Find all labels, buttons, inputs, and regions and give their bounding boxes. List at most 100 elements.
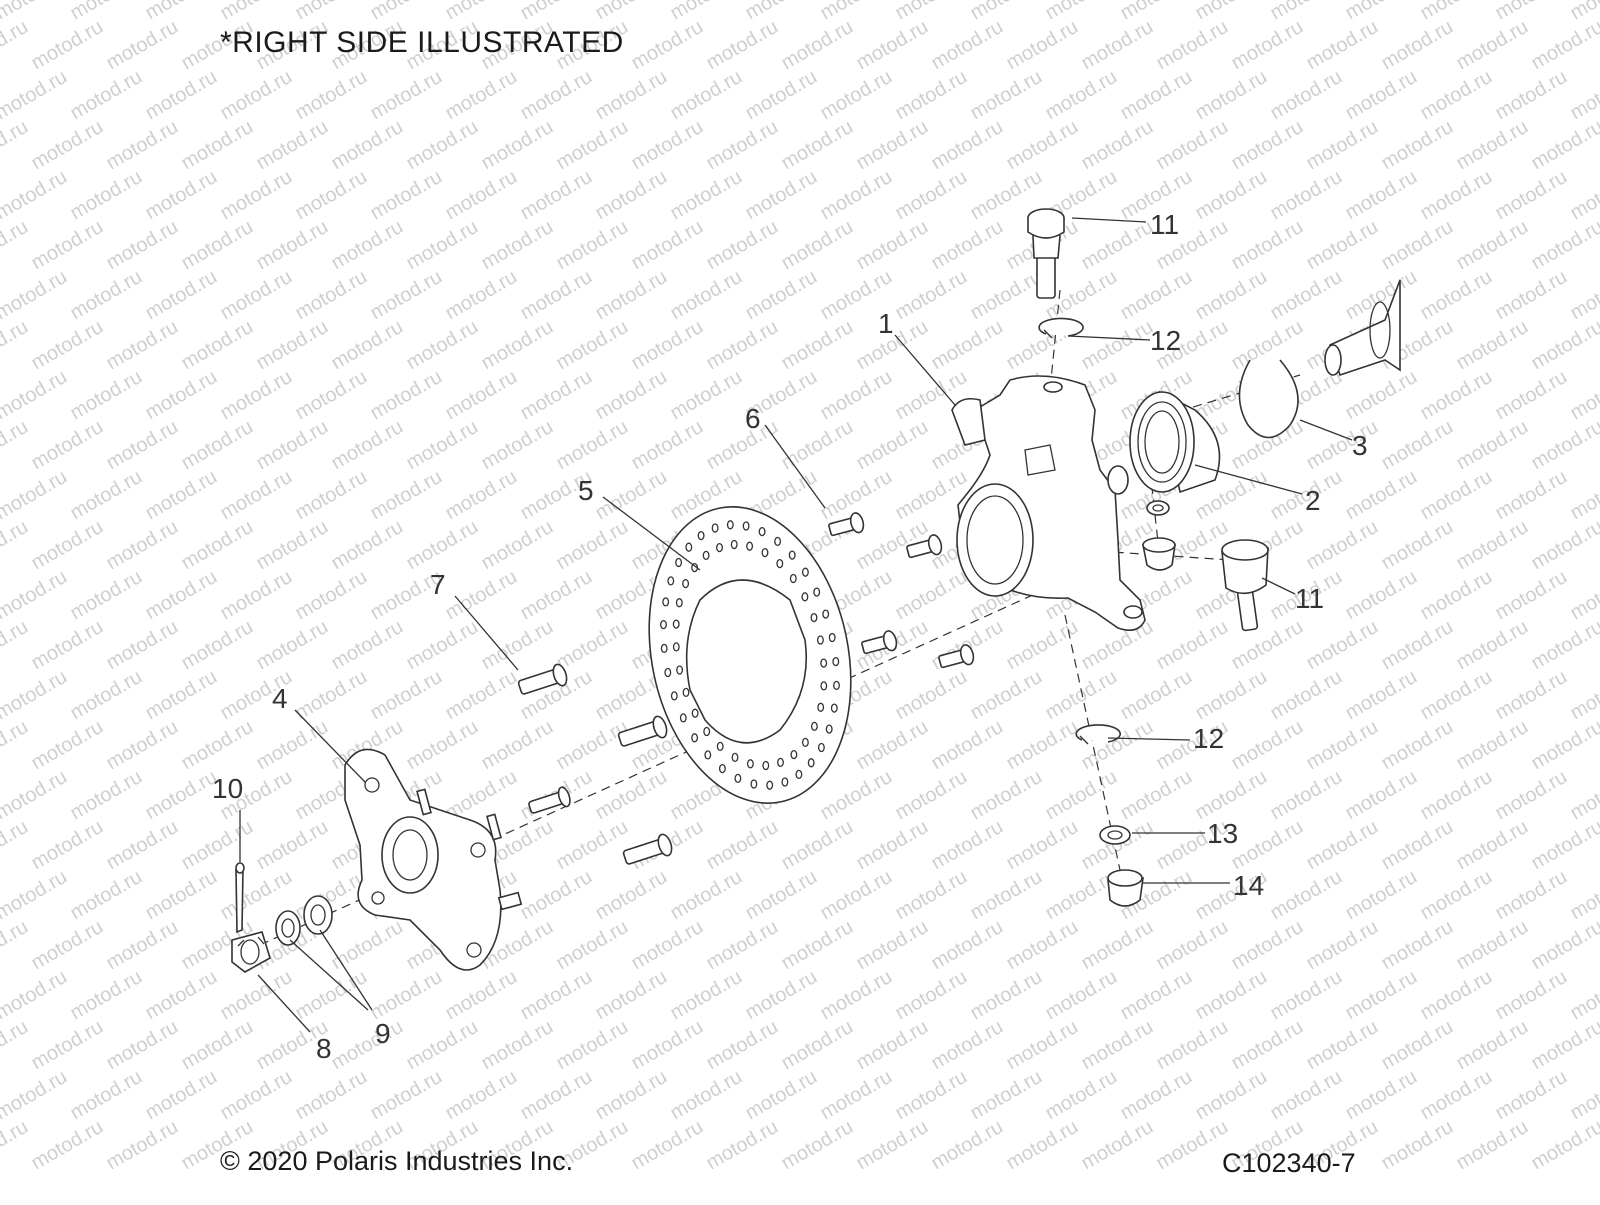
watermark-text: motod.ru <box>1192 966 1271 1025</box>
watermark-text: motod.ru <box>592 866 671 925</box>
watermark-text: motod.ru <box>967 766 1046 825</box>
watermark-text: motod.ru <box>328 116 407 175</box>
watermark-text: motod.ru <box>142 566 221 625</box>
watermark-text: motod.ru <box>892 266 971 325</box>
callout-9: 9 <box>375 1018 391 1049</box>
watermark-text: motod.ru <box>817 166 896 225</box>
watermark-text: motod.ru <box>0 16 32 75</box>
watermark-text: motod.ru <box>1117 66 1196 125</box>
watermark-text: motod.ru <box>253 516 332 575</box>
watermark-text: motod.ru <box>1003 116 1082 175</box>
watermark-text: motod.ru <box>178 816 257 875</box>
watermark-text: motod.ru <box>1453 716 1532 775</box>
watermark-text: motod.ru <box>1117 766 1196 825</box>
watermark-text: motod.ru <box>553 316 632 375</box>
watermark-text: motod.ru <box>1528 716 1600 775</box>
watermark-text: motod.ru <box>592 966 671 1025</box>
watermark-text: motod.ru <box>178 416 257 475</box>
cotter-pin <box>236 863 244 932</box>
watermark-text: motod.ru <box>142 866 221 925</box>
watermark-text: motod.ru <box>142 666 221 725</box>
watermark-text: motod.ru <box>0 816 32 875</box>
watermark-text: motod.ru <box>967 866 1046 925</box>
watermark-text: motod.ru <box>517 866 596 925</box>
watermark-text: motod.ru <box>853 16 932 75</box>
watermark-text: motod.ru <box>592 1066 671 1125</box>
watermark-text: motod.ru <box>217 966 296 1025</box>
watermark-text: motod.ru <box>967 666 1046 725</box>
watermark-text: motod.ru <box>553 916 632 975</box>
watermark-text: motod.ru <box>1342 866 1421 925</box>
watermark-text: motod.ru <box>1192 166 1271 225</box>
watermark-text: motod.ru <box>517 1066 596 1125</box>
watermark-text: motod.ru <box>517 0 596 24</box>
watermark-text: motod.ru <box>817 1066 896 1125</box>
watermark-text: motod.ru <box>703 916 782 975</box>
watermark-text: motod.ru <box>253 716 332 775</box>
watermark-text: motod.ru <box>442 66 521 125</box>
watermark-text: motod.ru <box>1417 1066 1496 1125</box>
watermark-text: motod.ru <box>1378 916 1457 975</box>
watermark-text: motod.ru <box>1453 316 1532 375</box>
callout-6: 6 <box>745 403 761 434</box>
watermark-text: motod.ru <box>1042 66 1121 125</box>
callout-12-upper: 12 <box>1150 325 1181 356</box>
watermark-text: motod.ru <box>667 166 746 225</box>
watermark-text: motod.ru <box>67 766 146 825</box>
watermark-text: motod.ru <box>853 916 932 975</box>
watermark-text: motod.ru <box>628 1116 707 1175</box>
watermark-text: motod.ru <box>853 1116 932 1175</box>
watermark-text: motod.ru <box>1492 466 1571 525</box>
watermark-text: motod.ru <box>1042 966 1121 1025</box>
watermark-text: motod.ru <box>778 916 857 975</box>
watermark-text: motod.ru <box>628 916 707 975</box>
watermark-text: motod.ru <box>517 266 596 325</box>
watermark-text: motod.ru <box>28 116 107 175</box>
watermark-text: motod.ru <box>553 416 632 475</box>
watermark-text: motod.ru <box>1492 0 1571 24</box>
watermark-text: motod.ru <box>667 66 746 125</box>
watermark-text: motod.ru <box>28 1116 107 1175</box>
watermark-text: motod.ru <box>628 416 707 475</box>
watermark-text: motod.ru <box>103 1116 182 1175</box>
watermark-text: motod.ru <box>553 1016 632 1075</box>
watermark-text: motod.ru <box>703 216 782 275</box>
watermark-text: motod.ru <box>0 516 32 575</box>
watermark-text: motod.ru <box>553 716 632 775</box>
watermark-text: motod.ru <box>1492 866 1571 925</box>
watermark-text: motod.ru <box>1192 1066 1271 1125</box>
watermark-text: motod.ru <box>553 616 632 675</box>
watermark-text: motod.ru <box>1378 416 1457 475</box>
watermark-text: motod.ru <box>742 1066 821 1125</box>
watermark-text: motod.ru <box>142 1066 221 1125</box>
watermark-text: motod.ru <box>1342 166 1421 225</box>
watermark-text: motod.ru <box>1042 666 1121 725</box>
watermark-text: motod.ru <box>592 0 671 24</box>
watermark-text: motod.ru <box>367 966 446 1025</box>
watermark-text: motod.ru <box>967 1066 1046 1125</box>
watermark-text: motod.ru <box>592 166 671 225</box>
watermark-text: motod.ru <box>367 1066 446 1125</box>
watermark-text: motod.ru <box>217 166 296 225</box>
watermark-text: motod.ru <box>1192 266 1271 325</box>
watermark-text: motod.ru <box>1153 616 1232 675</box>
watermark-text: motod.ru <box>1417 366 1496 425</box>
watermark-text: motod.ru <box>1228 116 1307 175</box>
watermark-text: motod.ru <box>0 366 71 425</box>
watermark-text: motod.ru <box>1453 1116 1532 1175</box>
watermark-text: motod.ru <box>517 166 596 225</box>
watermark-text: motod.ru <box>1303 416 1382 475</box>
callout-10: 10 <box>212 773 243 804</box>
watermark-text: motod.ru <box>478 216 557 275</box>
watermark-text: motod.ru <box>628 116 707 175</box>
watermark-text: motod.ru <box>1303 516 1382 575</box>
watermark-text: motod.ru <box>1042 0 1121 24</box>
watermark-text: motod.ru <box>778 816 857 875</box>
watermark-text: motod.ru <box>778 116 857 175</box>
watermark-text: motod.ru <box>1378 1116 1457 1175</box>
watermark-text: motod.ru <box>1078 1016 1157 1075</box>
watermark-text: motod.ru <box>142 966 221 1025</box>
watermark-text: motod.ru <box>1378 716 1457 775</box>
watermark-text: motod.ru <box>1267 1066 1346 1125</box>
watermark-text: motod.ru <box>1342 766 1421 825</box>
